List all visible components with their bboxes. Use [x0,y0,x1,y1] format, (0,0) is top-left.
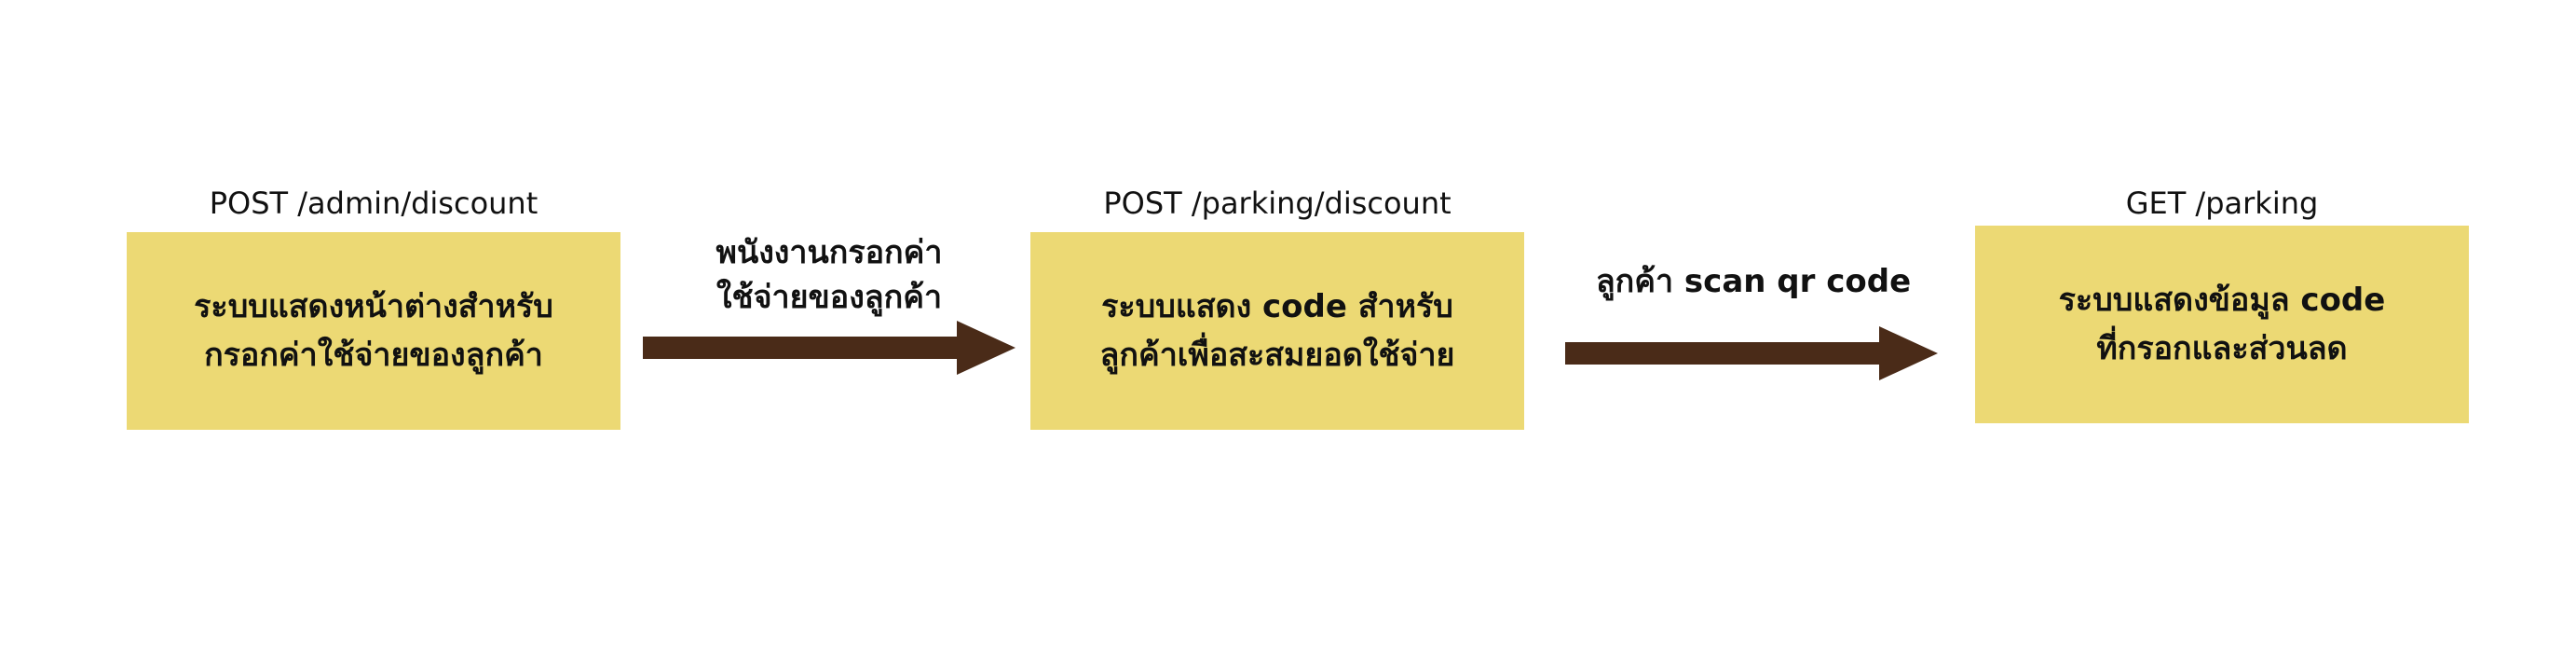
step-3-box: ระบบแสดงข้อมูล code ที่กรอกและส่วนลด [1975,226,2469,423]
transition-2-arrow-icon [1565,326,1938,380]
step-2-endpoint-label: POST /parking/discount [1103,186,1452,221]
step-3-text-line-1: ระบบแสดงข้อมูล code [2058,282,2386,319]
step-2-text-line-2: ลูกค้าเพื่อสะสมยอดใช้จ่าย [1099,337,1455,374]
step-1-text-line-2: กรอกค่าใช้จ่ายของลูกค้า [204,337,543,374]
transition-1-label-line-2: ใช้จ่ายของลูกค้า [716,279,943,316]
step-1-box: ระบบแสดงหน้าต่างสำหรับ กรอกค่าใช้จ่ายของ… [127,232,620,430]
transition-1-label-line-1: พนังงานกรอกค่า [716,234,943,271]
transition-2-label: ลูกค้า scan qr code [1558,259,1949,304]
step-3-text-line-2: ที่กรอกและส่วนลด [2096,330,2348,367]
step-1-endpoint-label: POST /admin/discount [209,186,538,221]
step-3-endpoint-label: GET /parking [2125,186,2319,221]
transition-2-label-line-1: ลูกค้า scan qr code [1595,263,1912,300]
step-2-box: ระบบแสดง code สำหรับ ลูกค้าเพื่อสะสมยอดใ… [1030,232,1524,430]
transition-1-arrow-icon [643,321,1015,375]
step-2-text-line-1: ระบบแสดง code สำหรับ [1101,288,1453,325]
transition-1-label: พนังงานกรอกค่า ใช้จ่ายของลูกค้า [643,230,1015,320]
step-1-text-line-1: ระบบแสดงหน้าต่างสำหรับ [194,288,553,325]
